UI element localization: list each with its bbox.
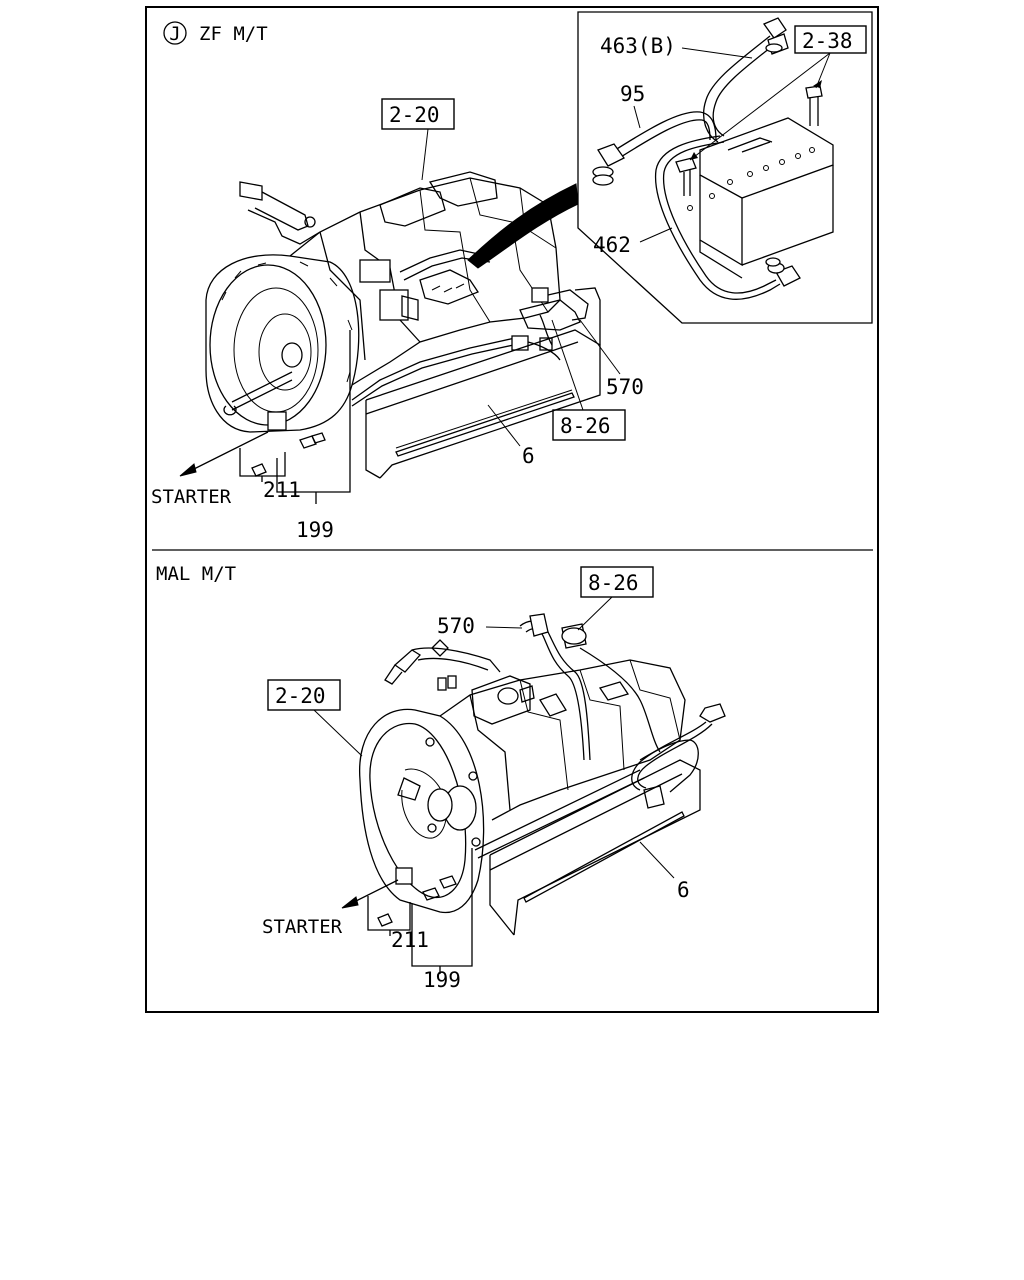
zf-part-211: 211 — [263, 478, 301, 502]
mal-section: MAL M/T — [156, 563, 726, 992]
zf-transmission-drawing — [205, 171, 601, 479]
zf-bracket-199 — [276, 330, 351, 504]
zf-ref-2-38: 2-38 — [802, 29, 853, 53]
zf-ref-box-8-26 — [552, 409, 626, 441]
mal-transmission-drawing — [359, 613, 726, 936]
zf-part-95: 95 — [620, 82, 645, 106]
zf-part-6: 6 — [522, 444, 535, 468]
mal-part-211: 211 — [391, 928, 429, 952]
zf-part-570: 570 — [606, 375, 644, 399]
diagram-frame — [145, 6, 879, 1013]
zf-part-199: 199 — [296, 518, 334, 542]
zf-ref-2-20: 2-20 — [389, 103, 440, 127]
mal-part-6: 6 — [677, 878, 690, 902]
zf-section: J ZF M/T — [151, 11, 873, 542]
mal-ref-2-20: 2-20 — [275, 684, 326, 708]
mal-ref-box-2-20 — [267, 679, 341, 711]
zf-bracket-211 — [239, 448, 286, 482]
mal-ref-box-8-26 — [580, 566, 654, 598]
zf-ref-box-2-38 — [794, 25, 867, 54]
zf-part-462: 462 — [593, 233, 631, 257]
zf-section-title: ZF M/T — [199, 23, 268, 45]
mal-part-570: 570 — [437, 614, 475, 638]
zf-ref-8-26: 8-26 — [560, 414, 611, 438]
zf-starter-label: STARTER — [151, 486, 232, 508]
mal-bracket-211 — [367, 896, 411, 936]
zf-part-463b: 463(B) — [600, 34, 676, 58]
mal-section-title: MAL M/T — [156, 563, 236, 585]
mal-bracket-199 — [411, 848, 473, 974]
mal-ref-8-26: 8-26 — [588, 571, 639, 595]
mal-part-199: 199 — [423, 968, 461, 992]
mal-starter-arrow — [341, 879, 399, 909]
mal-starter-label: STARTER — [262, 916, 343, 938]
section-marker-circle — [163, 21, 187, 45]
section-marker-letter: J — [169, 23, 180, 45]
zf-detail-inset — [577, 11, 873, 324]
zf-starter-arrow — [179, 431, 269, 477]
zf-ref-box-2-20 — [381, 98, 455, 130]
